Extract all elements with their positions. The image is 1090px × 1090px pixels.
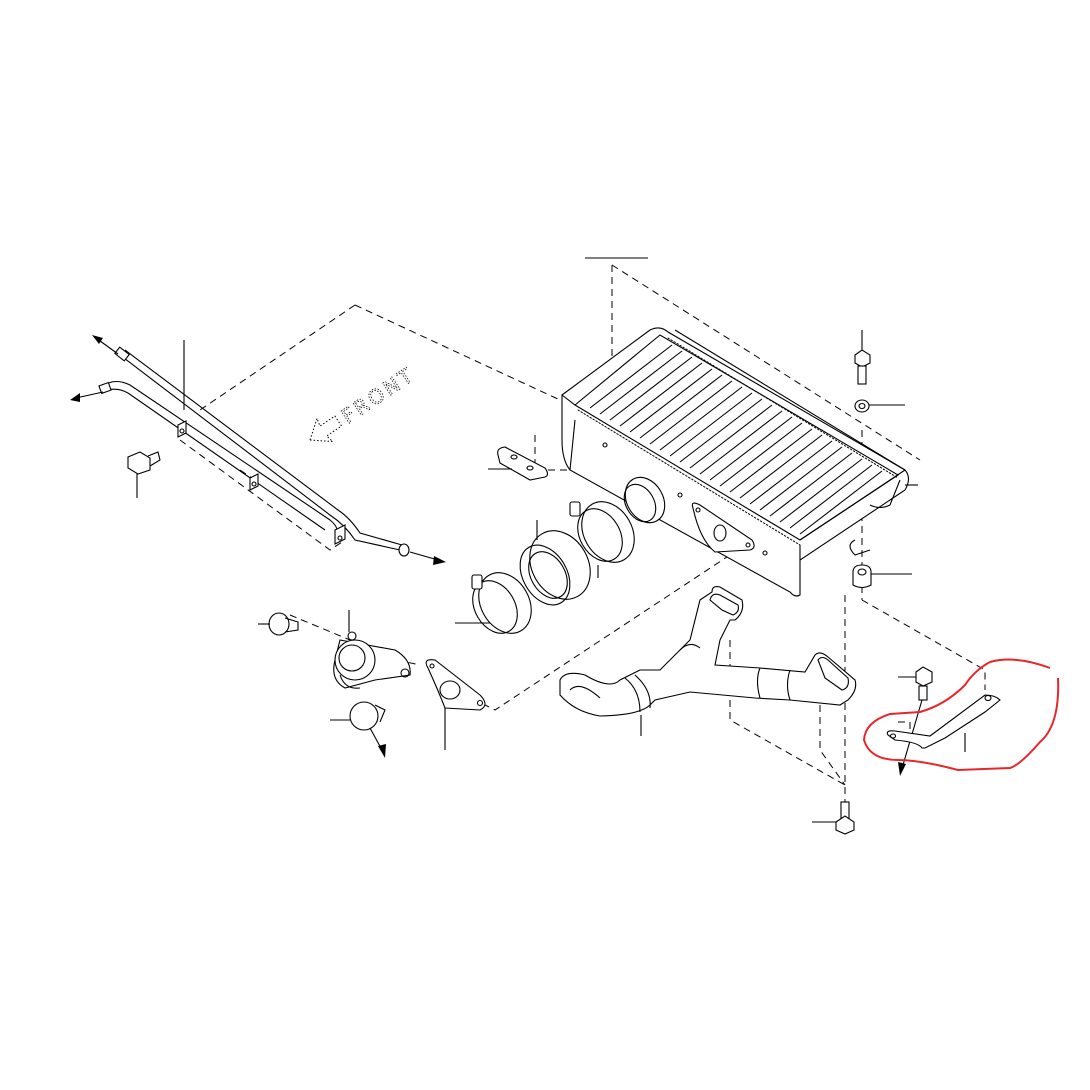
stay-bracket xyxy=(886,694,1001,752)
y-pipe xyxy=(559,586,857,736)
bypass-valve xyxy=(333,610,411,689)
hose-clamp-2 xyxy=(569,501,635,578)
bypass-hose-assembly xyxy=(70,335,446,565)
mount-bolt-top xyxy=(854,330,871,385)
assembly-guide-lines xyxy=(179,264,986,810)
mount-bolt-bottom xyxy=(812,801,855,835)
hose-bracket-bolt xyxy=(127,451,161,498)
front-label: FRONT xyxy=(337,362,420,428)
stay-bolt xyxy=(898,666,933,776)
front-direction-arrow: FRONT xyxy=(309,362,420,443)
valve-clamp xyxy=(330,701,386,758)
washer xyxy=(854,399,905,413)
coupling-hose xyxy=(519,520,591,606)
intercooler-core xyxy=(561,257,918,597)
highlight-circle xyxy=(862,658,1060,772)
bracket-plate xyxy=(488,446,549,481)
valve-bolt xyxy=(258,612,299,636)
cooling-fins xyxy=(589,344,883,535)
hose-clamp-1 xyxy=(455,572,532,634)
gasket xyxy=(425,659,486,750)
grommet xyxy=(852,564,912,589)
